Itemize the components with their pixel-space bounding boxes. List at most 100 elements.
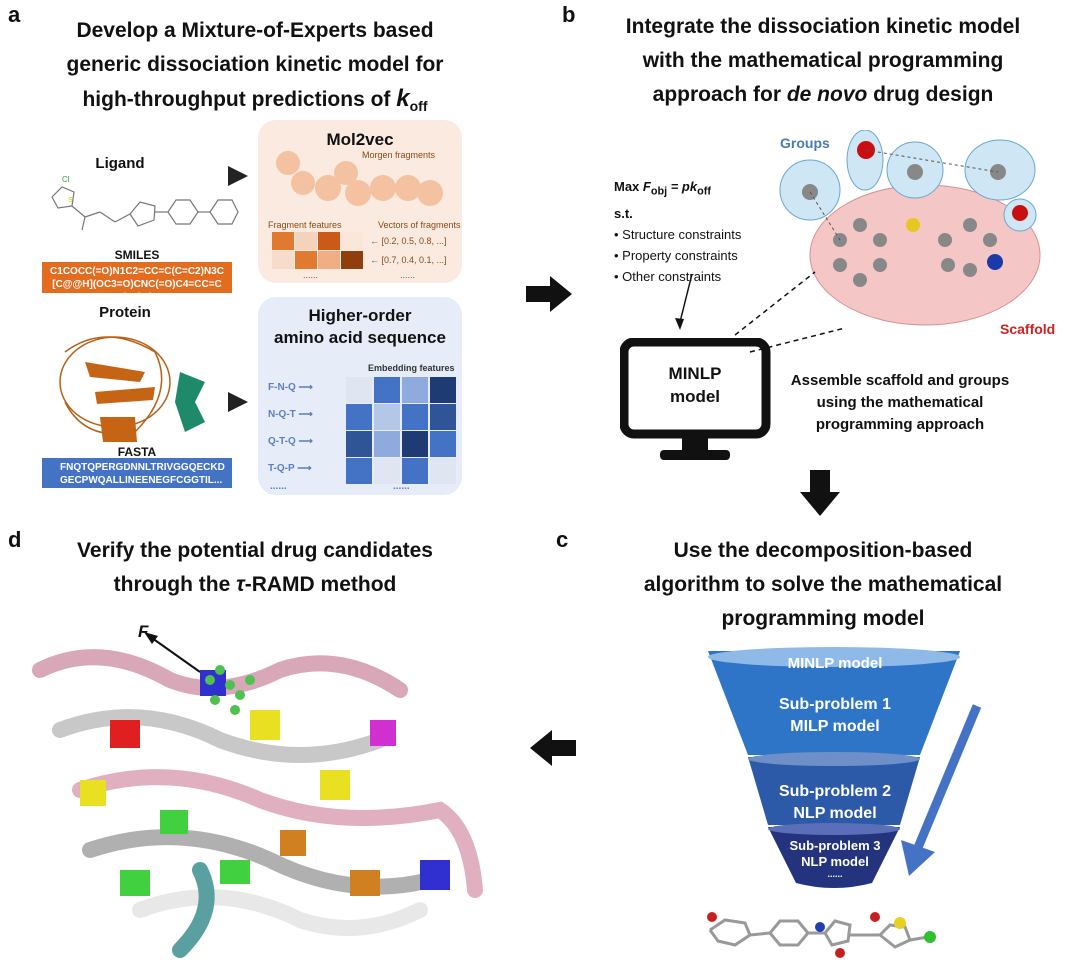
panel-b-title: Integrate the dissociation kinetic model… bbox=[578, 10, 1068, 112]
protein-structure-image bbox=[59, 336, 205, 442]
constraint: • Other constraints bbox=[614, 268, 722, 284]
embedding-cell bbox=[374, 377, 400, 403]
embedding-cell bbox=[402, 431, 428, 457]
groups-label: Groups bbox=[780, 135, 830, 151]
title-line: generic dissociation kinetic model for bbox=[66, 53, 444, 76]
ellipsis: ...... bbox=[270, 481, 287, 492]
feature-cell bbox=[318, 251, 340, 269]
title-line: amino acid sequence bbox=[274, 328, 446, 347]
vector-row-text: [0.2, 0.5, 0.8, ...] bbox=[381, 236, 447, 246]
ellipsis: ...... bbox=[303, 270, 319, 280]
protein-label: Protein bbox=[99, 304, 151, 321]
ellipsis: ...... bbox=[400, 270, 416, 280]
feature-cell bbox=[295, 232, 317, 250]
embedding-cell bbox=[430, 458, 456, 484]
funnel-level-2 bbox=[748, 757, 920, 825]
monitor-line: model bbox=[669, 387, 721, 406]
triplet-text: N-Q-T bbox=[268, 409, 296, 420]
vector-row-text: [0.7, 0.4, 0.1, ...] bbox=[381, 255, 447, 265]
funnel-line: Sub-problem 3 bbox=[789, 838, 881, 853]
embedding-cell bbox=[346, 458, 372, 484]
subject-to: s.t. bbox=[614, 205, 633, 221]
title-text: through the bbox=[113, 573, 237, 596]
title-line: algorithm to solve the mathematical bbox=[643, 573, 1003, 596]
scaffold-groups-image bbox=[779, 130, 1041, 326]
svg-text:S: S bbox=[68, 197, 73, 204]
title-k-sub: off bbox=[409, 98, 428, 115]
embedding-cell bbox=[402, 404, 428, 430]
monitor-line: MINLP bbox=[668, 364, 722, 383]
funnel-label-minlp: MINLP model bbox=[787, 655, 883, 672]
embedding-label: Embedding features bbox=[368, 363, 455, 373]
title-line: Verify the potential drug candidates bbox=[77, 539, 433, 562]
title-k: k bbox=[396, 85, 410, 112]
diagonal-arrow-icon bbox=[901, 704, 982, 876]
ligand-structure-image: ClS bbox=[51, 175, 239, 231]
panel-d-title: Verify the potential drug candidates thr… bbox=[20, 534, 490, 602]
triplet-text: F-N-Q bbox=[268, 382, 296, 393]
big-arrow-right-icon bbox=[526, 276, 572, 312]
title-tau: τ bbox=[236, 573, 245, 596]
title-line: Integrate the dissociation kinetic model bbox=[625, 15, 1021, 38]
smiles-value: C1COCC(=O)N1C2=CC=C(C=C2)N3C[C@@H](OC3=O… bbox=[42, 262, 232, 303]
big-arrow-down-icon bbox=[800, 470, 840, 516]
big-arrow-left-icon bbox=[530, 730, 576, 766]
smiles-label: SMILES bbox=[114, 248, 160, 262]
triplet: N-Q-T ⟶ bbox=[268, 409, 313, 420]
title-line: through the τ-RAMD method bbox=[20, 568, 490, 602]
vector-row: ← [0.7, 0.4, 0.1, ...] bbox=[370, 255, 447, 265]
higher-order-title: Higher-order amino acid sequence bbox=[258, 305, 462, 349]
vector-row: ← [0.2, 0.5, 0.8, ...] bbox=[370, 236, 447, 246]
force-label: F bbox=[138, 622, 149, 641]
panel-c-title: Use the decomposition-based algorithm to … bbox=[578, 534, 1068, 636]
objective-rhs-sub: off bbox=[697, 185, 711, 198]
assemble-line: using the mathematical bbox=[816, 394, 984, 411]
feature-cell bbox=[272, 251, 294, 269]
embedding-cell bbox=[430, 431, 456, 457]
vectors-label: Vectors of fragments bbox=[378, 220, 461, 230]
protein-ramd-image bbox=[32, 632, 483, 958]
morgan-fragments-image bbox=[276, 151, 443, 206]
funnel-label-sub2: Sub-problem 2 NLP model bbox=[720, 781, 950, 825]
embedding-cell bbox=[374, 458, 400, 484]
funnel-line: NLP model bbox=[793, 805, 877, 822]
title-text: approach for bbox=[652, 83, 787, 106]
title-line: programming model bbox=[721, 607, 925, 630]
higher-order-box: Higher-order amino acid sequence Embeddin… bbox=[258, 297, 462, 495]
title-line: Develop a Mixture-of-Experts based bbox=[76, 19, 434, 42]
title-line: approach for de novo drug design bbox=[578, 78, 1068, 112]
assemble-line: programming approach bbox=[815, 416, 985, 433]
svg-text:Cl: Cl bbox=[62, 175, 70, 184]
fragment-features-label: Fragment features bbox=[268, 220, 342, 230]
optimization-formulation: Max Fobj = pkoff s.t. • Structure constr… bbox=[614, 176, 741, 287]
embedding-cell bbox=[430, 404, 456, 430]
funnel-line: Sub-problem 2 bbox=[778, 783, 891, 800]
triplet-text: Q-T-Q bbox=[268, 436, 296, 447]
embedding-cell bbox=[346, 377, 372, 403]
arrow-right-icon bbox=[228, 166, 248, 186]
embedding-cell bbox=[374, 431, 400, 457]
embedding-cell bbox=[402, 458, 428, 484]
assemble-line: Assemble scaffold and groups bbox=[790, 372, 1010, 389]
ellipsis: ...... bbox=[393, 481, 410, 492]
feature-cell bbox=[318, 232, 340, 250]
funnel-line: MILP model bbox=[790, 718, 880, 735]
triplet: F-N-Q ⟶ bbox=[268, 382, 313, 393]
panel-c-label: c bbox=[556, 527, 569, 552]
drug-molecule-image bbox=[707, 912, 936, 958]
objective: Max Fobj = pkoff bbox=[614, 176, 741, 203]
embedding-cell bbox=[430, 377, 456, 403]
title-text: -RAMD method bbox=[244, 573, 397, 596]
embedding-cell bbox=[374, 404, 400, 430]
mol2vec-box: Mol2vec Morgen fragments Fragment featur… bbox=[258, 120, 462, 283]
decomposition-funnel bbox=[708, 647, 960, 888]
funnel-line: NLP model bbox=[801, 854, 869, 869]
feature-cell bbox=[341, 232, 363, 250]
arrow-right-icon bbox=[228, 392, 248, 412]
title-line: Use the decomposition-based bbox=[673, 539, 973, 562]
fasta-label: FASTA bbox=[117, 445, 157, 459]
title-line: high-throughput predictions of koff bbox=[20, 82, 490, 123]
title-line: Higher-order bbox=[308, 306, 412, 325]
